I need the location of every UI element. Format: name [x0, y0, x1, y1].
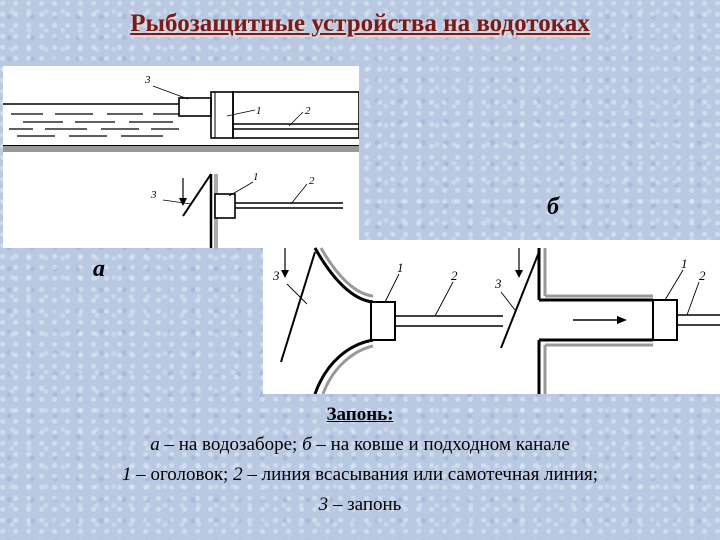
- caption-num-3: 3: [318, 494, 329, 515]
- part-number-2-left: 2: [451, 268, 458, 283]
- caption-letter-a: а: [150, 434, 160, 455]
- part-number-3-top: 3: [144, 74, 151, 86]
- caption-line-2: 1 – оголовок; 2 – линия всасывания или с…: [0, 464, 720, 486]
- part-number-3-right: 3: [494, 276, 502, 291]
- part-number-1-left: 1: [397, 260, 404, 275]
- caption-text-1: – оголовок;: [131, 464, 234, 485]
- caption-num-2: 2: [233, 464, 243, 485]
- part-number-1-top: 1: [256, 105, 262, 117]
- diagram-label-b: б: [547, 194, 559, 220]
- caption-text-2: – линия всасывания или самотечная линия;: [242, 464, 599, 485]
- diagram-panel-b: 3 1 2 3 1 2: [263, 240, 720, 394]
- part-number-1-bottom: 1: [253, 171, 259, 183]
- part-number-2-top: 2: [305, 105, 311, 117]
- caption-title: Запонь:: [326, 404, 394, 425]
- caption-letter-b: б: [302, 434, 312, 455]
- diagram-b-drawing: 3 1 2 3 1 2: [272, 247, 720, 394]
- part-number-2-right: 2: [699, 268, 706, 283]
- caption-line-1: а – на водозаборе; б – на ковше и подход…: [0, 434, 720, 456]
- caption-text-b: – на ковше и подходном канале: [311, 434, 570, 455]
- part-number-3-bottom: 3: [150, 189, 157, 201]
- caption-line-3: 3 – запонь: [0, 494, 720, 516]
- diagram-panel-a: 3 1 2 3 1 2: [3, 66, 359, 248]
- caption-text-a: – на водозаборе;: [159, 434, 303, 455]
- part-number-2-bottom: 2: [309, 175, 315, 187]
- part-number-1-right: 1: [681, 256, 688, 271]
- caption-num-1: 1: [121, 464, 132, 485]
- diagram-label-a: а: [93, 256, 105, 282]
- part-number-3-left: 3: [272, 268, 280, 283]
- caption-text-3: – запонь: [328, 494, 402, 515]
- diagram-a-drawing: 3 1 2 3 1 2: [3, 74, 359, 248]
- slide-title: Рыбозащитные устройства на водотоках: [130, 10, 590, 37]
